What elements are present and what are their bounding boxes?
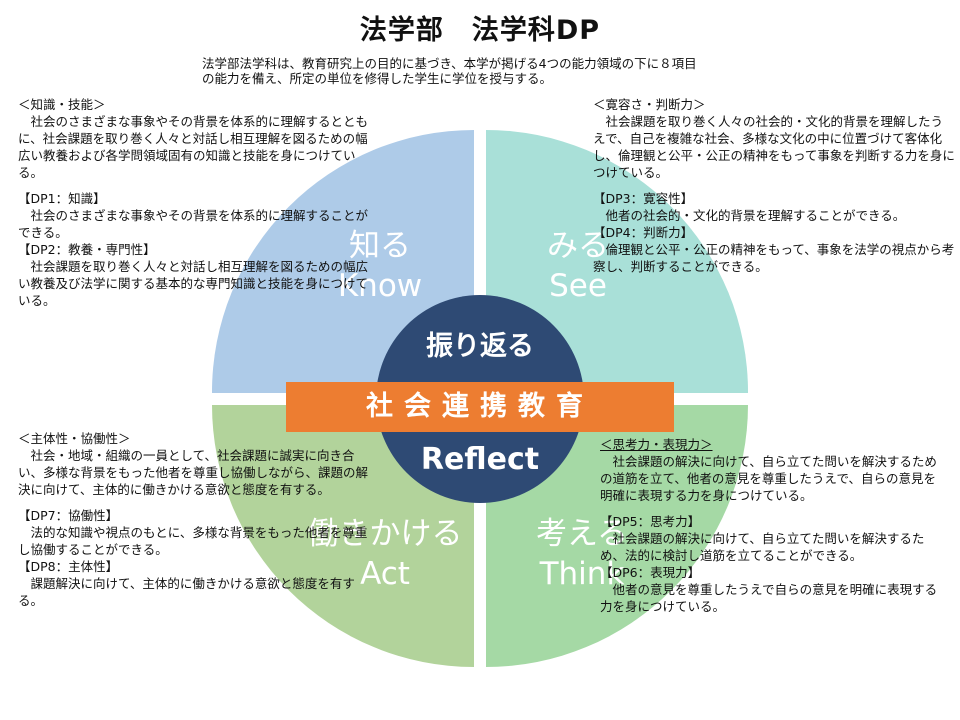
act-text-block: ＜主体性・協働性＞ 社会・地域・組織の一員として、社会課題に誠実に向き合い、多様…	[18, 430, 378, 609]
see-text-block: ＜寛容さ・判断力＞ 社会課題を取り巻く人々の社会的・文化的背景を理解したうえで、…	[593, 96, 955, 275]
intro-text: 法学部法学科は、教育研究上の目的に基づき、本学が掲げる4つの能力領域の下に８項目…	[202, 56, 697, 86]
think-heading: ＜思考力・表現力＞	[600, 437, 713, 452]
dp3-text: 他者の社会的・文化的背景を理解することができる。	[593, 208, 906, 223]
act-heading: ＜主体性・協働性＞	[18, 431, 131, 446]
know-heading: ＜知識・技能＞	[18, 97, 106, 112]
know-text-block: ＜知識・技能＞ 社会のさまざまな事象やその背景を体系的に理解するとともに、社会課…	[18, 96, 376, 309]
reflect-en-label: Reflect	[420, 442, 540, 477]
dp1-title: 【DP1：知識】	[18, 191, 106, 206]
page-title: 法学部 法学科DP	[359, 15, 601, 46]
act-description: 社会・地域・組織の一員として、社会課題に誠実に向き合い、多様な背景をもった他者を…	[18, 448, 369, 497]
dp7-text: 法的な知識や視点のもとに、多様な背景をもった他者を尊重し協働することができる。	[18, 525, 368, 557]
think-description: 社会課題の解決に向けて、自ら立てた問いを解決するための道筋を立て、他者の意見を尊…	[600, 454, 937, 503]
know-description: 社会のさまざまな事象やその背景を体系的に理解するとともに、社会課題を取り巻く人々…	[18, 114, 369, 180]
dp5-title: 【DP5：思考力】	[600, 514, 701, 529]
dp6-text: 他者の意見を尊重したうえで自らの意見を明確に表現する力を身につけている。	[600, 582, 938, 614]
dp2-text: 社会課題を取り巻く人々と対話し相互理解を図るための幅広い教養及び法学に関する基本…	[18, 259, 369, 308]
dp8-text: 課題解決に向けて、主体的に働きかける意欲と態度を有する。	[18, 576, 355, 608]
see-description: 社会課題を取り巻く人々の社会的・文化的背景を理解したうえで、自己を複雑な社会、多…	[593, 114, 955, 180]
dp6-title: 【DP6：表現力】	[600, 565, 701, 580]
see-heading: ＜寛容さ・判断力＞	[593, 97, 706, 112]
dp3-title: 【DP3：寛容性】	[593, 191, 694, 206]
social-collab-band: 社会連携教育	[286, 382, 674, 432]
dp2-title: 【DP2：教養・専門性】	[18, 242, 156, 257]
dp7-title: 【DP7：協働性】	[18, 508, 119, 523]
dp4-title: 【DP4：判断力】	[593, 225, 694, 240]
dp5-text: 社会課題の解決に向けて、自ら立てた問いを解決するため、法的に検討し道筋を立てるこ…	[600, 531, 925, 563]
dp1-text: 社会のさまざまな事象やその背景を体系的に理解することができる。	[18, 208, 369, 240]
reflect-jp-label: 振り返る	[426, 331, 534, 362]
dp4-text: 倫理観と公平・公正の精神をもって、事象を法学の視点から考察し、判断することができ…	[593, 242, 955, 274]
dp8-title: 【DP8：主体性】	[18, 559, 119, 574]
think-text-block: ＜思考力・表現力＞ 社会課題の解決に向けて、自ら立てた問いを解決するための道筋を…	[600, 436, 948, 615]
